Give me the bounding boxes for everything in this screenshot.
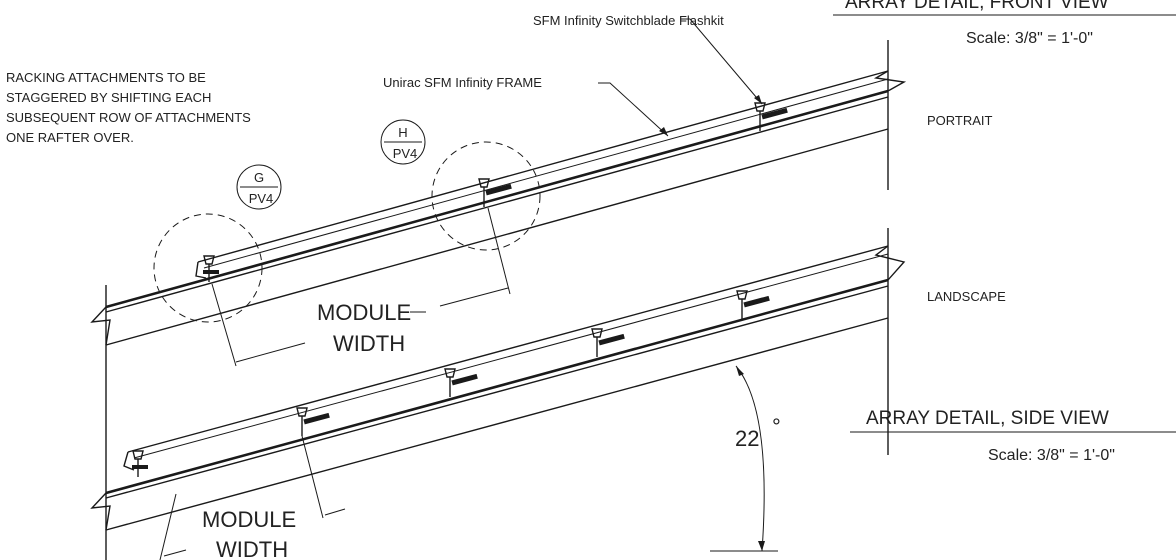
landscape-label: LANDSCAPE [927,289,1006,304]
bubble-g-sheet: PV4 [249,191,274,206]
lower-module-width-dimension [159,435,346,560]
bubble-g-letter: G [254,170,264,185]
detail-circle-h [431,141,541,251]
note-line-1: RACKING ATTACHMENTS TO BE [6,70,206,85]
detail-bubble-g: G PV4 [236,164,282,210]
side-view-scale: Scale: 3/8" = 1'-0" [988,447,1115,464]
detail-circle-g [153,213,263,323]
upper-module-label: MODULE [317,300,411,325]
front-view-title: ARRAY DETAIL, FRONT VIEW [845,0,1109,13]
frame-leader-arrow [659,127,668,136]
upper-module-width-dimension [211,207,511,367]
bubble-h-letter: H [398,125,407,140]
frame-callout: Unirac SFM Infinity FRAME [383,75,542,90]
flashkit-leader-arrow [754,95,762,104]
note-line-2: STAGGERED BY SHIFTING EACH [6,90,211,105]
upper-width-label: WIDTH [333,331,405,356]
lower-width-label: WIDTH [216,537,288,560]
bubble-h-sheet: PV4 [393,146,418,161]
portrait-label: PORTRAIT [927,113,993,128]
angle-value: 22 [735,426,759,451]
frame-leader [598,82,669,137]
note-line-4: ONE RAFTER OVER. [6,130,134,145]
landscape-row [90,245,906,531]
flashkit-callout: SFM Infinity Switchblade Flashkit [533,13,724,28]
note-line-3: SUBSEQUENT ROW OF ATTACHMENTS [6,110,251,125]
angle-unit: ° [772,414,781,439]
flashkit-leader [681,18,763,105]
side-view-title: ARRAY DETAIL, SIDE VIEW [866,408,1109,429]
front-view-scale: Scale: 3/8" = 1'-0" [966,30,1093,47]
angle-dimension [710,365,778,552]
detail-bubble-h: H PV4 [380,119,426,165]
lower-module-label: MODULE [202,507,296,532]
portrait-row [90,70,907,346]
